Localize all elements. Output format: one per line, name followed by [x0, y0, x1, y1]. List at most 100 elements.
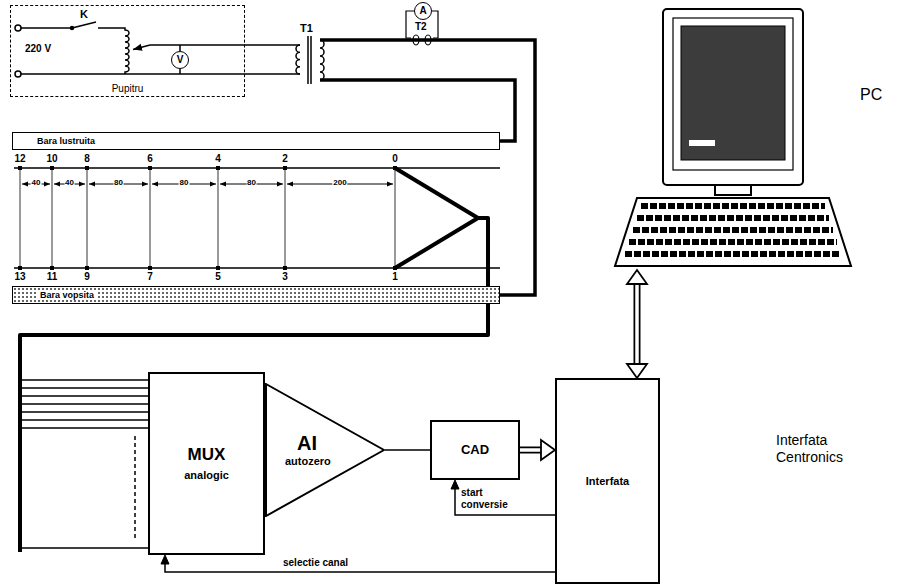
arrowhead [161, 555, 169, 564]
node-label: Bara vopsita [37, 290, 97, 300]
measurement-rod [14, 168, 500, 268]
current-transformer-symbol [432, 11, 438, 38]
point-number: 9 [84, 271, 90, 282]
supply-circuit [133, 45, 150, 50]
point-link-line [20, 168, 395, 268]
signal-name: selectie canal [282, 557, 349, 569]
dimension-value: 200 [332, 179, 347, 188]
mux-input-line [134, 436, 136, 540]
supply-voltage-label: 220 V [25, 43, 51, 54]
mux-input-line [20, 380, 148, 548]
point-number: 4 [215, 153, 221, 164]
computer-illustration [625, 206, 841, 254]
measurement-rod [14, 168, 500, 268]
point-number: 0 [392, 153, 398, 164]
node-label: Pupitru [112, 83, 144, 95]
dimension-value: 80 [179, 179, 190, 188]
supply-circuit [15, 71, 21, 77]
node-label: Bara lustruita [37, 136, 95, 146]
supply-circuit [72, 22, 96, 28]
current-transformer-symbol [425, 35, 431, 45]
computer-node: PC [605, 8, 853, 270]
control-arrow [161, 555, 555, 572]
arrowhead [541, 440, 555, 460]
signal-name: start conversie [460, 487, 524, 511]
node-label: MUX [188, 445, 226, 465]
polished-bar: Bara lustruita [12, 132, 500, 150]
arrowhead [451, 480, 459, 489]
data-bus-arrow [520, 447, 542, 454]
point-number: 8 [84, 153, 90, 164]
supply-circuit [21, 73, 300, 75]
supply-circuit [98, 28, 129, 74]
point-number: 1 [392, 271, 398, 282]
point-number: 2 [282, 153, 288, 164]
signal-line [385, 449, 430, 451]
supply-circuit [21, 27, 72, 29]
multiplexer-box: MUX analogic [148, 372, 265, 555]
mux-input-line [20, 380, 148, 548]
signal-cable [395, 168, 478, 268]
amplifier-outline [265, 383, 385, 517]
point-number: 13 [14, 271, 25, 282]
computer-illustration [681, 26, 785, 160]
supply-circuit [150, 44, 300, 46]
point-number: 3 [282, 271, 288, 282]
ammeter-symbol: A [414, 2, 432, 20]
supply-circuit [71, 27, 74, 30]
interface-box: Interfata [555, 378, 660, 584]
control-arrow [165, 563, 555, 572]
voltmeter-symbol: V [171, 51, 189, 69]
computer-illustration [689, 140, 715, 146]
data-bus-arrow [634, 283, 641, 365]
computer-illustration [715, 185, 751, 195]
point-number: 7 [147, 271, 153, 282]
transformer-symbol [296, 45, 300, 74]
switch-label: K [80, 8, 88, 20]
dimension-value: 40 [31, 179, 42, 188]
transformer-label: T2 [415, 21, 427, 32]
node-label: PC [860, 86, 882, 104]
dimension-value: 80 [246, 179, 257, 188]
data-bus-arrow [520, 440, 555, 460]
point-link-line [20, 168, 395, 268]
data-bus-arrow [520, 448, 542, 452]
transformer-symbol [320, 40, 324, 80]
current-transformer-symbol [406, 11, 414, 38]
amplifier-triangle: AIautozero [265, 383, 385, 517]
node-label: Interfata [586, 475, 629, 488]
signal-line [385, 450, 430, 451]
computer-illustration [663, 9, 803, 185]
computer-illustration [615, 9, 851, 266]
arrowhead [627, 364, 647, 378]
computer-illustration [615, 198, 851, 266]
supply-circuit [15, 22, 300, 77]
dimension-value: 40 [64, 179, 75, 188]
measurement-point [18, 166, 397, 270]
point-number: 6 [147, 153, 153, 164]
computer-illustration [673, 18, 793, 170]
point-number: 5 [215, 271, 221, 282]
supply-circuit [15, 25, 21, 31]
point-number: 12 [14, 153, 25, 164]
control-arrow [451, 480, 555, 515]
adc-box: CAD [430, 420, 520, 480]
control-arrow [455, 488, 555, 515]
point-number: 10 [46, 153, 57, 164]
arrowhead [627, 270, 647, 284]
node-label: autozero [285, 455, 331, 468]
transformer-symbol [296, 36, 324, 84]
node-label: A [419, 5, 426, 17]
dimension-value: 80 [113, 179, 124, 188]
painted-bar: Bara vopsita [12, 286, 500, 304]
node-label: AI [297, 432, 317, 455]
data-bus-arrow [627, 270, 647, 378]
transformer-symbol [308, 36, 311, 84]
amplifier-outline [266, 384, 384, 516]
node-label: V [177, 54, 184, 66]
bus-name: Interfata Centronics [775, 432, 872, 466]
node-label: CAD [461, 443, 489, 458]
transformer-label: T1 [300, 22, 313, 34]
node-label: analogic [184, 469, 229, 482]
point-number: 11 [47, 271, 58, 282]
